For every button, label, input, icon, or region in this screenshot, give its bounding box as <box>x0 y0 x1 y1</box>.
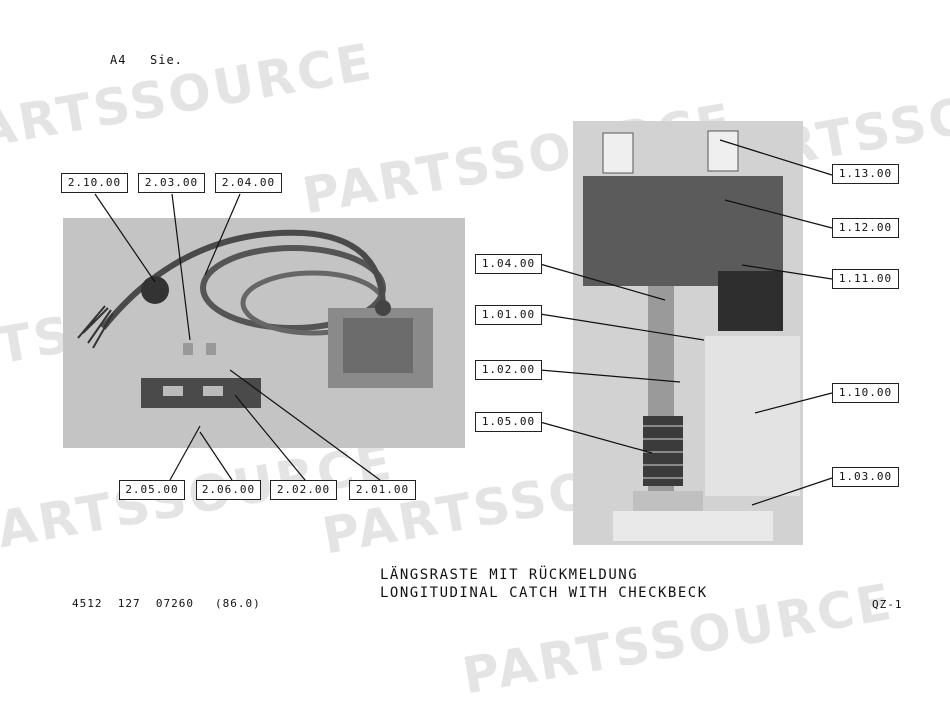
accessory-parts-photo <box>63 218 465 448</box>
part-label: 1.01.00 <box>475 305 542 325</box>
part-label: 1.02.00 <box>475 360 542 380</box>
leader-lines <box>94 139 833 506</box>
title-german: LÄNGSRASTE MIT RÜCKMELDUNG <box>380 567 639 583</box>
document-page: PARTSSOURCE PARTSSOURCE PARTSSOURCE PART… <box>0 33 950 705</box>
part-label: 1.10.00 <box>832 383 899 403</box>
page-code: QZ-1 <box>872 598 903 611</box>
part-label: 2.10.00 <box>61 173 128 193</box>
part-label: 1.04.00 <box>475 254 542 274</box>
assembly-cutaway-photo <box>573 121 803 545</box>
part-label: 1.11.00 <box>832 269 899 289</box>
part-label: 2.06.00 <box>196 480 261 500</box>
part-label: 2.02.00 <box>270 480 337 500</box>
drawing-title: LÄNGSRASTE MIT RÜCKMELDUNG LONGITUDINAL … <box>380 566 708 602</box>
part-label: 2.03.00 <box>138 173 205 193</box>
part-label: 2.05.00 <box>119 480 185 500</box>
document-number: 4512 127 07260 <box>72 597 194 610</box>
title-english: LONGITUDINAL CATCH WITH CHECKBECK <box>380 585 708 601</box>
language-code: Sie. <box>150 53 183 67</box>
part-label: 2.04.00 <box>215 173 282 193</box>
part-label: 1.03.00 <box>832 467 899 487</box>
sheet-size: A4 <box>110 53 127 67</box>
part-label: 1.13.00 <box>832 164 899 184</box>
part-label: 1.12.00 <box>832 218 899 238</box>
part-label: 2.01.00 <box>349 480 416 500</box>
part-label: 1.05.00 <box>475 412 542 432</box>
document-version: (86.0) <box>215 597 261 610</box>
